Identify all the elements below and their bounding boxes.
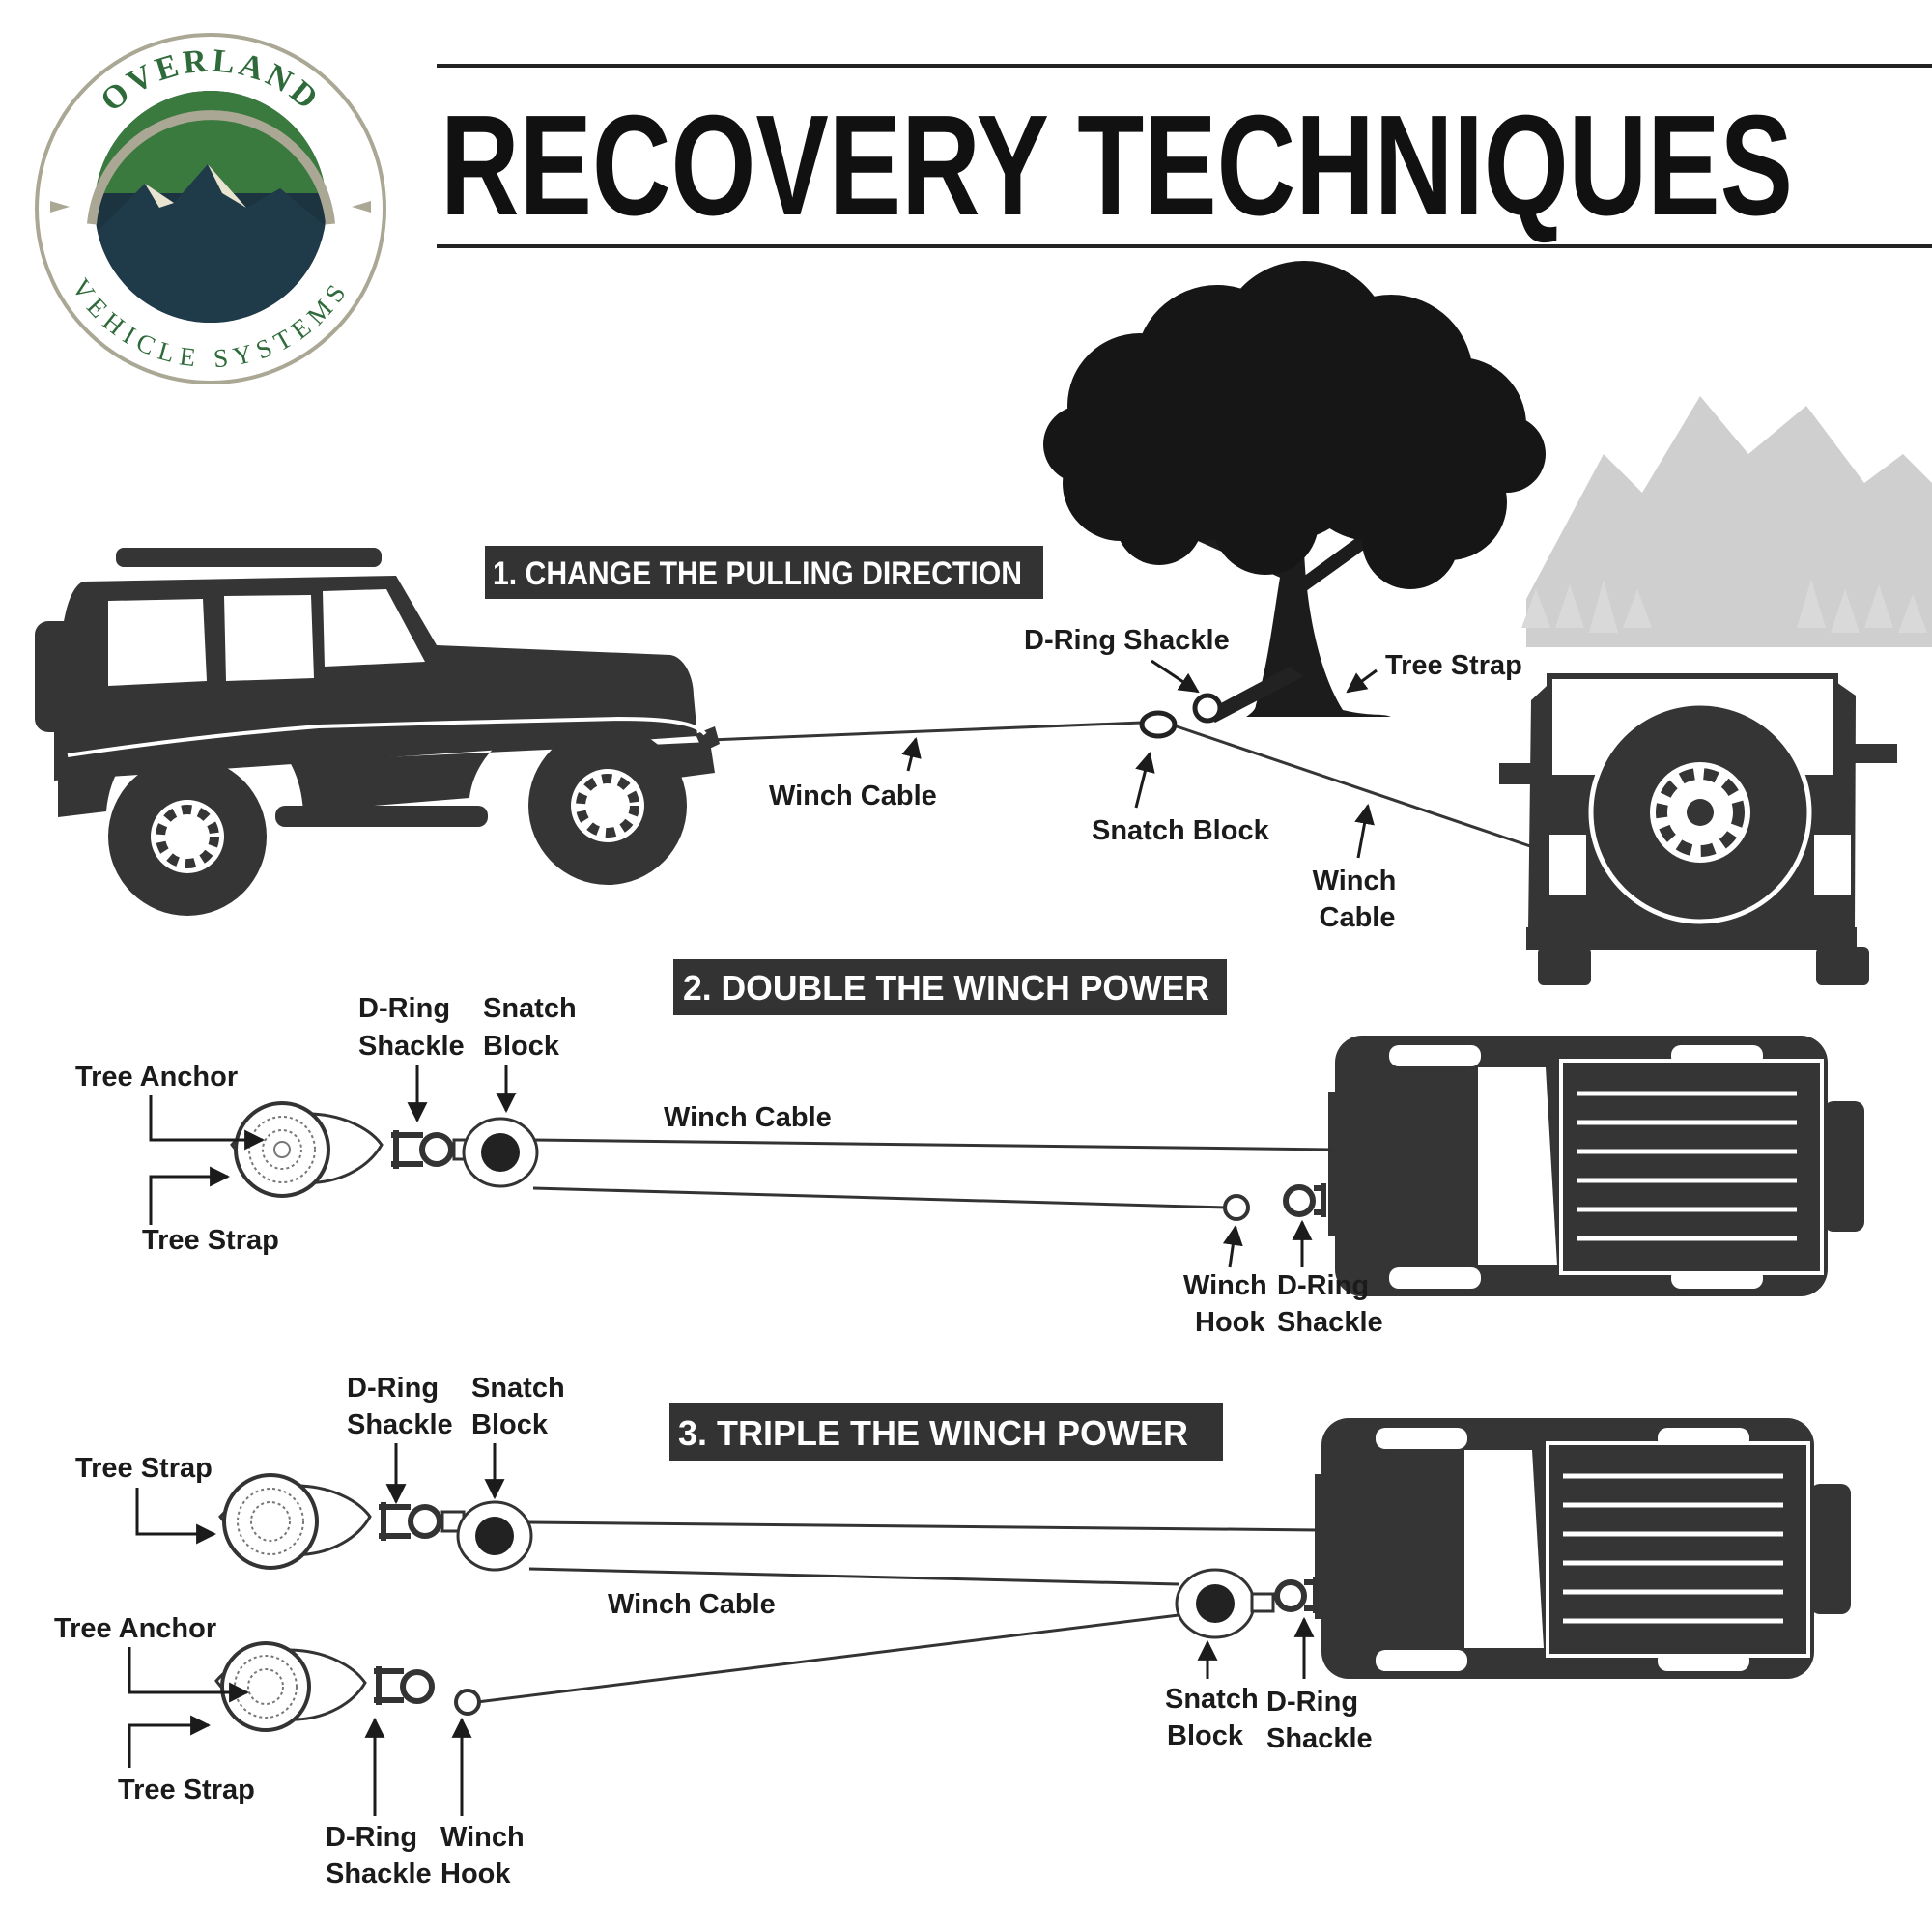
overland-logo: OVERLAND VEHICLE SYSTEMS [35, 33, 386, 384]
label-tree-strap-bottom: Tree Strap [118, 1775, 255, 1805]
label-winch-hook-3a: Winch [440, 1822, 525, 1853]
vehicle-top-view-3 [1315, 1418, 1851, 1679]
label-d-ring-b: Shackle [358, 1031, 465, 1062]
background-mountains [1521, 396, 1932, 647]
label-d-ring-a: D-Ring [358, 993, 450, 1024]
arrow-winch-cable-1 [901, 736, 922, 772]
snatch-block-2 [452, 1117, 539, 1188]
label-d-ring-low-b: Shackle [326, 1859, 432, 1889]
arrow-tree-anchor [149, 1095, 266, 1151]
snatch-block-3-right [1175, 1568, 1275, 1639]
arrow-d-ring-shackle [1151, 659, 1200, 694]
label-snatch-b: Block [483, 1031, 560, 1062]
label-d-ring-right-b: Shackle [1266, 1723, 1373, 1754]
label-winch-hook-3b: Hook [440, 1859, 511, 1889]
vehicle-top-view-2 [1328, 1036, 1864, 1296]
label-snatch-right-a: Snatch [1165, 1684, 1259, 1715]
label-snatch-b: Block [471, 1409, 549, 1440]
winch-cable-3-a [528, 1520, 1321, 1532]
logo-mountains [95, 164, 327, 323]
label-winch-hook-b: Hook [1195, 1307, 1265, 1338]
d-ring-shackle-2 [391, 1130, 454, 1169]
label-snatch-a: Snatch [471, 1373, 565, 1404]
label-tree-anchor: Tree Anchor [75, 1062, 238, 1093]
section-1-rigging [709, 667, 1537, 850]
arrow-tree-strap [1346, 668, 1378, 694]
arrow-snatch-block [1134, 751, 1155, 809]
winch-cable-upper [532, 1138, 1334, 1151]
arrow-tree-strap-top [135, 1488, 217, 1545]
arrow-winch-hook-2 [1222, 1224, 1243, 1268]
label-winch-cable-2b: Cable [1320, 902, 1396, 933]
label-tree-anchor-3: Tree Anchor [54, 1613, 216, 1644]
winch-cable-lower [532, 1186, 1228, 1209]
label-d-ring-shackle: D-Ring Shackle [1024, 625, 1230, 656]
label-snatch-a: Snatch [483, 993, 577, 1024]
section-3-heading-box [669, 1403, 1223, 1461]
snatch-block [1139, 710, 1178, 739]
section-2: 2. DOUBLE THE WINCH POWER [75, 959, 1864, 1338]
section-2-rigging [230, 1101, 1334, 1221]
d-ring-shackle-2b [1283, 1183, 1326, 1217]
label-winch-cable: Winch Cable [664, 1102, 832, 1133]
winch-cable-3-c [476, 1613, 1179, 1704]
section-1: 1. CHANGE THE PULLING DIRECTION D-Ring S… [35, 261, 1932, 985]
winch-cable-right [1176, 724, 1537, 850]
label-snatch-block: Snatch Block [1092, 815, 1270, 846]
label-tree-strap-top: Tree Strap [75, 1453, 213, 1484]
jeep-side-view [35, 548, 720, 916]
label-tree-strap: Tree Strap [142, 1225, 279, 1256]
section-3-heading: 3. TRIPLE THE WINCH POWER [678, 1413, 1188, 1453]
tree [1043, 261, 1546, 717]
label-winch-cable-2a: Winch [1313, 866, 1397, 896]
label-d-ring-right-a: D-Ring [1266, 1687, 1358, 1718]
jeep-rear-view [1499, 673, 1897, 985]
winch-hook-2 [1223, 1194, 1250, 1221]
section-3-rigging [214, 1473, 1321, 1732]
label-d-ring2-b: Shackle [1277, 1307, 1383, 1338]
page-title: RECOVERY TECHNIQUES [440, 86, 1793, 245]
arrow-tree-anchor-3 [128, 1647, 250, 1703]
label-tree-strap: Tree Strap [1385, 650, 1522, 681]
d-ring-shackle-3-right [1274, 1577, 1319, 1613]
arrow-tree-strap [149, 1166, 231, 1225]
arrow-winch-cable-2 [1354, 803, 1375, 859]
label-d-ring-b: Shackle [347, 1409, 453, 1440]
label-d-ring2-a: D-Ring [1277, 1270, 1369, 1301]
label-d-ring-low-a: D-Ring [326, 1822, 417, 1853]
title-block: RECOVERY TECHNIQUES [437, 64, 1932, 248]
d-ring-shackle [1192, 693, 1223, 724]
section-2-heading: 2. DOUBLE THE WINCH POWER [683, 968, 1209, 1008]
snatch-block-3-top [440, 1500, 533, 1572]
label-winch-cable-3: Winch Cable [608, 1589, 776, 1620]
section-1-heading: 1. CHANGE THE PULLING DIRECTION [493, 555, 1022, 592]
jeep-side-windows [108, 589, 425, 686]
section-2-heading-box [673, 959, 1227, 1015]
section-3: 3. TRIPLE THE WINCH POWER [54, 1373, 1851, 1889]
arrow-tree-strap-bottom [128, 1715, 212, 1768]
section-1-heading-box [485, 546, 1043, 599]
d-ring-shackle-3-low [374, 1666, 435, 1705]
d-ring-shackle-3-top [379, 1502, 442, 1541]
label-winch-hook-a: Winch [1183, 1270, 1267, 1301]
tree-strap [1203, 667, 1304, 723]
logo-arc [87, 110, 335, 225]
winch-hook-3 [454, 1689, 481, 1716]
winch-cable-left [709, 721, 1143, 742]
label-winch-cable-1: Winch Cable [769, 781, 937, 811]
winch-cable-3-b [528, 1567, 1179, 1586]
label-d-ring-a: D-Ring [347, 1373, 439, 1404]
label-snatch-right-b: Block [1167, 1720, 1244, 1751]
